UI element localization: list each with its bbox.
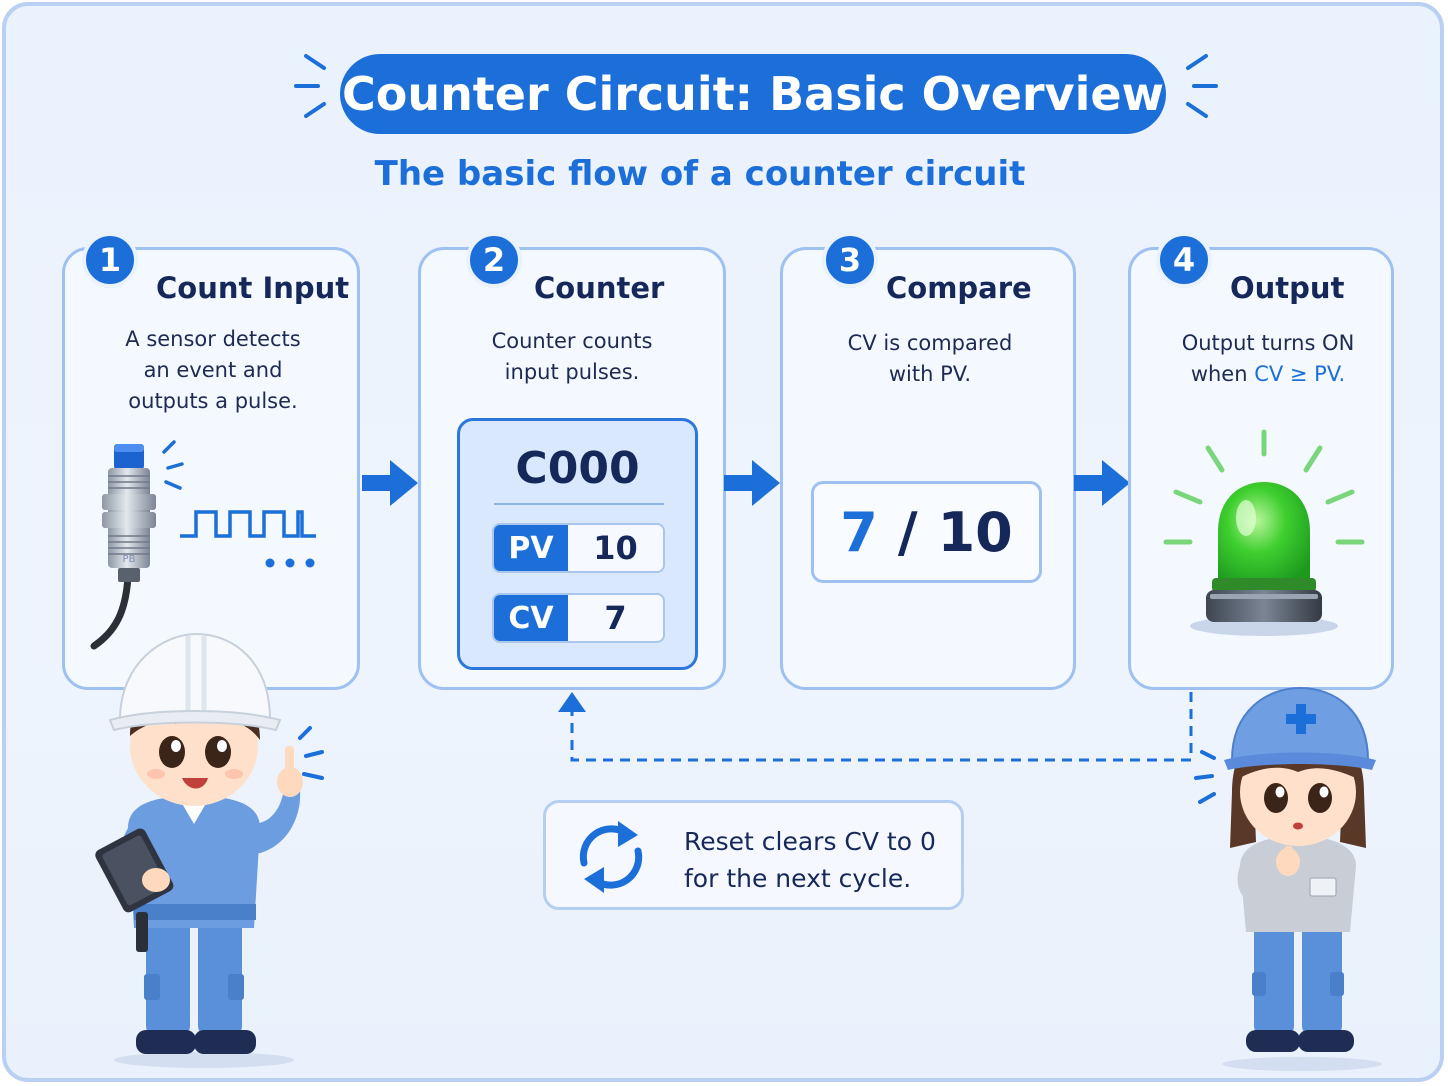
compare-pv-value: 10: [937, 500, 1013, 564]
title-burst-right-icon: [1186, 54, 1218, 118]
compare-display: 7 / 10: [811, 481, 1042, 583]
counter-register-box: C000 PV 10 CV 7: [457, 418, 698, 670]
step-text-line: CV is compared: [847, 331, 1013, 355]
step-text-line: when CV ≥ PV.: [1190, 362, 1346, 386]
pv-row: PV 10: [492, 523, 665, 573]
step-text-line: outputs a pulse.: [128, 389, 298, 413]
step-text-line: Output turns ON: [1181, 331, 1355, 355]
step-card-compare: [780, 247, 1076, 690]
step-badge-2: 2: [466, 232, 522, 288]
step-title-counter: Counter: [534, 271, 665, 305]
step-title-output: Output: [1230, 271, 1345, 305]
cv-row: CV 7: [492, 593, 665, 643]
page-subtitle: The basic flow of a counter circuit: [374, 154, 1026, 194]
engineer-girl-illustration: [1194, 686, 1382, 1071]
step-text-output: Output turns ON when CV ≥ PV.: [1156, 328, 1380, 390]
pulse-dots-icon: [265, 558, 315, 568]
counter-divider: [494, 503, 664, 505]
step-text-count-input: A sensor detects an event and outputs a …: [102, 324, 324, 417]
cv-value: 7: [604, 599, 627, 637]
proximity-sensor-icon: PB: [90, 440, 184, 650]
step-text-counter: Counter counts input pulses.: [452, 326, 692, 388]
step-text-line: input pulses.: [504, 360, 640, 384]
step-text-line: with PV.: [888, 362, 972, 386]
step-text-line: A sensor detects: [125, 327, 301, 351]
compare-separator: /: [897, 500, 918, 564]
reset-feedback-line: [558, 692, 1193, 762]
condition-highlight: CV ≥ PV.: [1254, 362, 1346, 386]
step-title-count-input: Count Input: [156, 271, 350, 305]
step-text-line: an event and: [143, 358, 283, 382]
title-burst-left-icon: [294, 54, 326, 118]
reset-text-line: Reset clears CV to 0: [684, 827, 936, 856]
arrow-right-icon: [724, 460, 780, 506]
pulse-wave-icon: [180, 510, 316, 538]
arrow-right-icon: [1074, 460, 1130, 506]
pv-value: 10: [593, 529, 638, 567]
step-text-compare: CV is compared with PV.: [812, 328, 1048, 390]
step-badge-1: 1: [82, 232, 138, 288]
compare-cv-value: 7: [840, 500, 878, 564]
step-title-compare: Compare: [886, 271, 1032, 305]
reset-text: Reset clears CV to 0 for the next cycle.: [684, 823, 936, 897]
cv-label: CV: [494, 595, 568, 641]
green-beacon-icon: [1163, 429, 1365, 636]
counter-name: C000: [515, 443, 640, 494]
svg-text:PB: PB: [123, 554, 136, 565]
arrow-right-icon: [362, 460, 418, 506]
step-badge-4: 4: [1156, 232, 1212, 288]
reset-cycle-icon: [579, 821, 643, 893]
reset-note: Reset clears CV to 0 for the next cycle.: [543, 800, 964, 910]
pv-label: PV: [494, 525, 568, 571]
reset-text-line: for the next cycle.: [684, 864, 912, 893]
engineer-boy-illustration: [95, 632, 324, 1068]
page-title: Counter Circuit: Basic Overview: [340, 54, 1166, 134]
step-text-line: Counter counts: [491, 329, 653, 353]
step-badge-3: 3: [822, 232, 878, 288]
